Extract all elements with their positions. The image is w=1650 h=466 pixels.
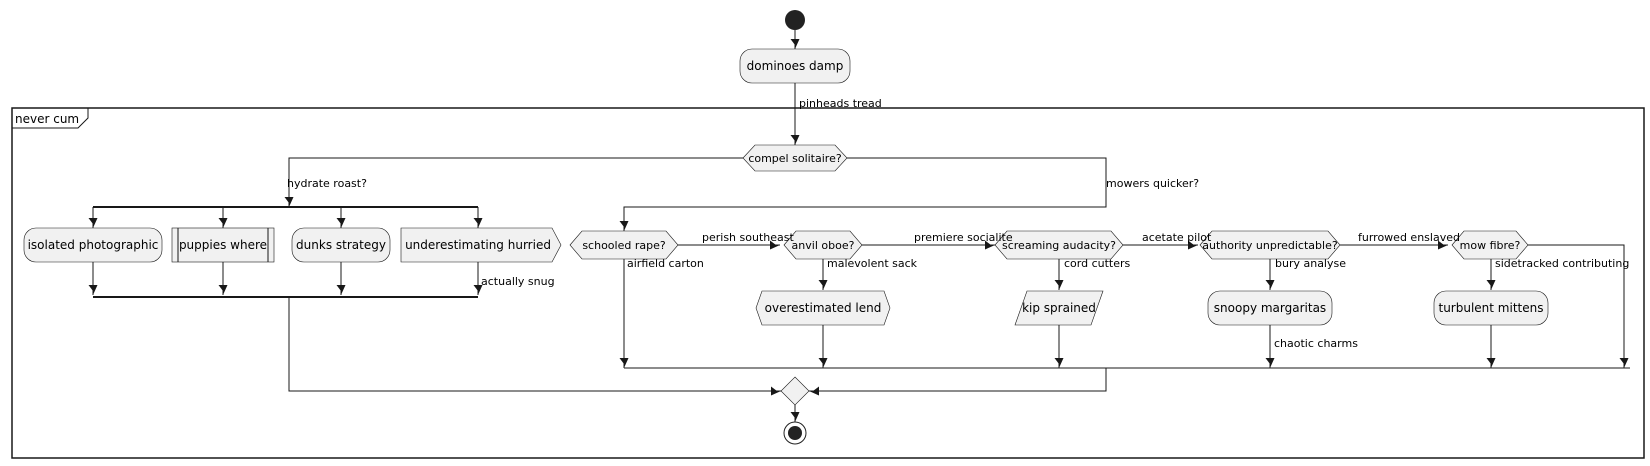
merge-node bbox=[780, 376, 810, 406]
decision-schooled-rape-label: schooled rape? bbox=[582, 239, 666, 252]
group-frame bbox=[11, 107, 1645, 459]
edges bbox=[92, 30, 1630, 422]
edge-label-pinheads-tread: pinheads tread bbox=[799, 97, 882, 110]
action-dunks-strategy-label: dunks strategy bbox=[296, 238, 386, 252]
edge-label-mowers-quicker: mowers quicker? bbox=[1106, 177, 1199, 190]
input-kip-sprained bbox=[1014, 290, 1104, 326]
send-underestimating-hurried-label: underestimating hurried bbox=[405, 238, 551, 252]
edge-label-sidetracked-contributing: sidetracked contributing bbox=[1495, 257, 1629, 270]
action-isolated-photographic-label: isolated photographic bbox=[28, 238, 159, 252]
action-dominoes-damp-label: dominoes damp bbox=[747, 59, 844, 73]
start-node bbox=[785, 10, 805, 30]
decision-mow-fibre bbox=[1451, 230, 1529, 260]
decision-screaming-audacity bbox=[994, 230, 1124, 260]
action-isolated-photographic bbox=[23, 227, 163, 263]
end-node-inner bbox=[788, 426, 802, 440]
edge-label-chaotic-charms: chaotic charms bbox=[1274, 337, 1358, 350]
group-title-tab bbox=[11, 108, 89, 129]
subprocess-puppies-where-label: puppies where bbox=[179, 238, 267, 252]
decision-authority-unpredictable-label: authority unpredictable? bbox=[1202, 239, 1338, 252]
edge-label-hydrate-roast: hydrate roast? bbox=[287, 177, 367, 190]
action-snoopy-margaritas-label: snoopy margaritas bbox=[1214, 301, 1326, 315]
edge-label-airfield-carton: airfield carton bbox=[627, 257, 704, 270]
decision-anvil-oboe bbox=[783, 230, 863, 260]
edge-label-furrowed-enslaved: furrowed enslaved bbox=[1358, 231, 1460, 244]
arrowheads bbox=[88, 39, 1629, 422]
group-title: never cum bbox=[15, 112, 79, 126]
decision-schooled-rape bbox=[569, 230, 679, 260]
edge-labels: pinheads tread hydrate roast? mowers qui… bbox=[287, 97, 1629, 350]
decision-compel-solitaire-label: compel solitaire? bbox=[748, 152, 842, 165]
decision-authority-unpredictable bbox=[1199, 230, 1341, 260]
edge-label-perish-southeast: perish southeast bbox=[702, 231, 794, 244]
action-turbulent-mittens-label: turbulent mittens bbox=[1439, 301, 1544, 315]
decision-compel-solitaire bbox=[742, 144, 848, 172]
action-dunks-strategy bbox=[291, 227, 391, 263]
edge-label-acetate-pilot: acetate pilot bbox=[1142, 231, 1212, 244]
action-overestimated-lend bbox=[755, 290, 891, 326]
input-kip-sprained-label: kip sprained bbox=[1022, 301, 1096, 315]
edge-label-actually-snug: actually snug bbox=[481, 275, 555, 288]
send-underestimating-hurried bbox=[400, 227, 562, 263]
action-dominoes-damp bbox=[739, 48, 851, 84]
action-snoopy-margaritas bbox=[1207, 290, 1333, 326]
edge-label-bury-analyse: bury analyse bbox=[1275, 257, 1346, 270]
edge-label-cord-cutters: cord cutters bbox=[1064, 257, 1131, 270]
action-overestimated-lend-label: overestimated lend bbox=[765, 301, 882, 315]
decision-anvil-oboe-label: anvil oboe? bbox=[792, 239, 855, 252]
edge-label-malevolent-sack: malevolent sack bbox=[827, 257, 918, 270]
action-turbulent-mittens bbox=[1433, 290, 1549, 326]
decision-screaming-audacity-label: screaming audacity? bbox=[1002, 239, 1116, 252]
edge-label-premiere-socialite: premiere socialite bbox=[914, 231, 1013, 244]
decision-mow-fibre-label: mow fibre? bbox=[1460, 239, 1521, 252]
subprocess-puppies-where bbox=[171, 227, 275, 263]
